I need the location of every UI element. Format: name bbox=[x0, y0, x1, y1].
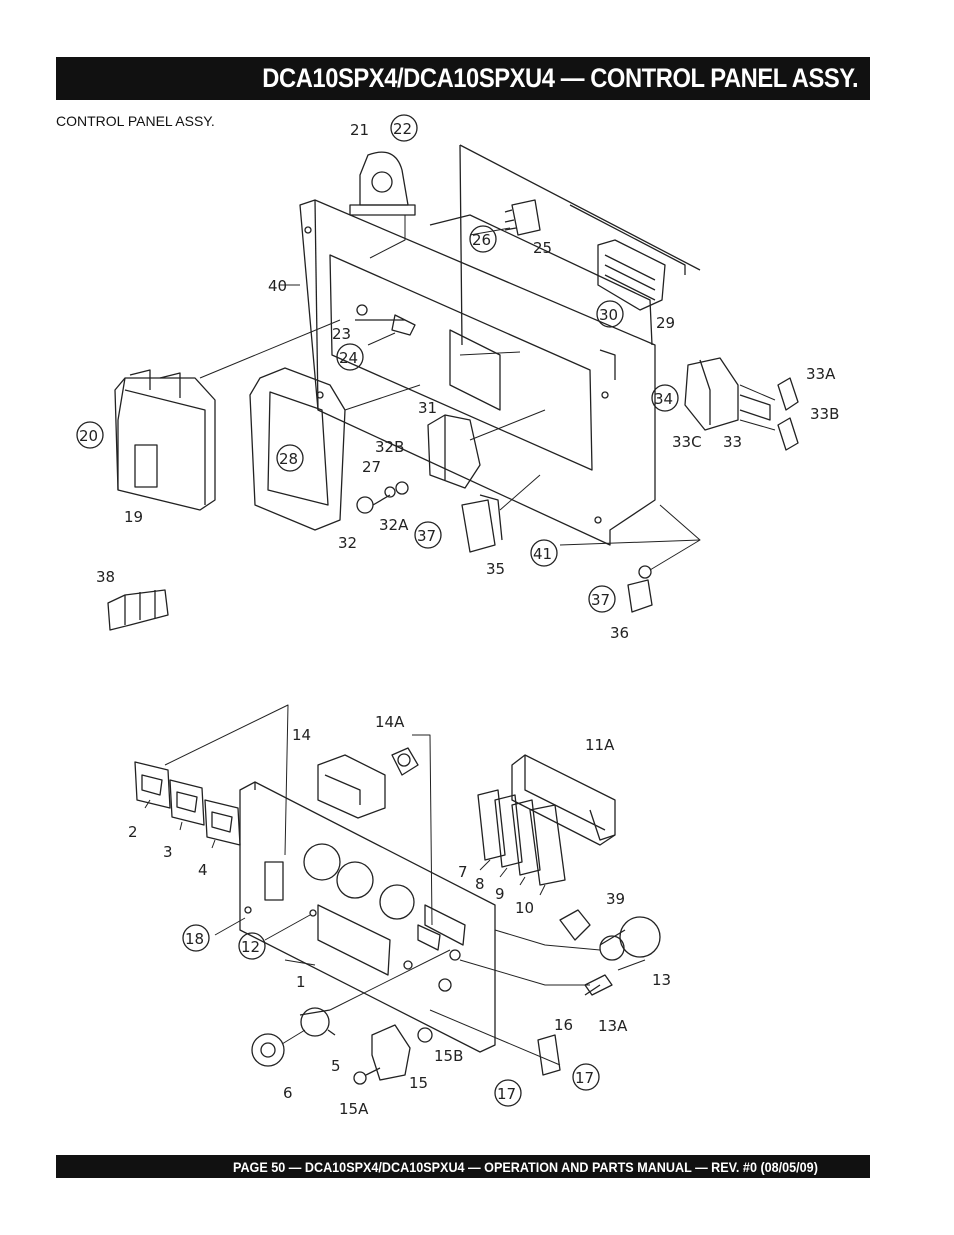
callout-10: 10 bbox=[515, 899, 534, 917]
callout-17-left: 17 bbox=[497, 1085, 516, 1103]
callout-33b: 33B bbox=[810, 405, 839, 423]
callout-32: 32 bbox=[338, 534, 357, 552]
control-box-40 bbox=[299, 144, 701, 546]
callout-27: 27 bbox=[362, 458, 381, 476]
callout-29: 29 bbox=[656, 314, 675, 332]
callout-28: 28 bbox=[279, 450, 298, 468]
callout-41: 41 bbox=[533, 545, 552, 563]
callout-8: 8 bbox=[475, 875, 485, 893]
lower-leader-lines bbox=[144, 704, 646, 1066]
callout-35: 35 bbox=[486, 560, 505, 578]
callout-labels: 21 22 26 25 30 29 40 23 24 20 19 28 27 3… bbox=[79, 120, 839, 1118]
breaker-8 bbox=[494, 794, 523, 868]
breaker-7 bbox=[477, 789, 506, 861]
callout-33: 33 bbox=[723, 433, 742, 451]
callout-12: 12 bbox=[241, 938, 260, 956]
meter-2 bbox=[134, 761, 171, 809]
callout-39: 39 bbox=[606, 890, 625, 908]
callout-7: 7 bbox=[458, 863, 468, 881]
bracket-23 bbox=[355, 304, 416, 336]
callout-32b: 32B bbox=[375, 438, 404, 456]
switch-35 bbox=[461, 494, 503, 553]
callout-37-lower: 37 bbox=[591, 591, 610, 609]
callout-13: 13 bbox=[652, 971, 671, 989]
callout-33c: 33C bbox=[672, 433, 702, 451]
switch-39 bbox=[559, 909, 591, 941]
fuse-holder-33 bbox=[684, 357, 771, 431]
callout-14: 14 bbox=[292, 726, 311, 744]
callout-26: 26 bbox=[472, 231, 491, 249]
ignition-switch-13 bbox=[599, 916, 661, 961]
fuse-33a bbox=[777, 377, 799, 411]
callout-25: 25 bbox=[533, 239, 552, 257]
knob-6 bbox=[251, 1033, 285, 1067]
callout-9: 9 bbox=[495, 885, 505, 903]
callout-37-upper: 37 bbox=[417, 527, 436, 545]
callout-22: 22 bbox=[393, 120, 412, 138]
callout-14a: 14A bbox=[375, 713, 405, 731]
callout-2: 2 bbox=[128, 823, 138, 841]
connector-25 bbox=[504, 199, 541, 236]
circuit-breaker-19 bbox=[114, 369, 216, 511]
callout-1: 1 bbox=[296, 973, 306, 991]
upper-leader-lines bbox=[199, 215, 776, 571]
current-transformer-21 bbox=[349, 151, 416, 216]
callout-36: 36 bbox=[610, 624, 629, 642]
section-label: CONTROL PANEL ASSY. bbox=[56, 113, 215, 129]
callout-circles bbox=[76, 114, 679, 1107]
callout-16: 16 bbox=[554, 1016, 573, 1034]
breaker-cover-11a bbox=[511, 754, 616, 846]
callout-6: 6 bbox=[283, 1084, 293, 1102]
callout-3: 3 bbox=[163, 843, 173, 861]
receptacle-15 bbox=[371, 1024, 433, 1081]
callout-31: 31 bbox=[418, 399, 437, 417]
switch-14 bbox=[317, 754, 386, 819]
key-13a bbox=[584, 974, 613, 996]
page-footer: PAGE 50 — DCA10SPX4/DCA10SPXU4 — OPERATI… bbox=[233, 1158, 818, 1175]
callout-38: 38 bbox=[96, 568, 115, 586]
callout-24: 24 bbox=[339, 349, 358, 367]
callout-15: 15 bbox=[409, 1074, 428, 1092]
lamp-36 bbox=[627, 565, 653, 613]
callout-19: 19 bbox=[124, 508, 143, 526]
callout-15a: 15A bbox=[339, 1100, 369, 1118]
potentiometer-5 bbox=[299, 1007, 336, 1037]
callout-20: 20 bbox=[79, 427, 98, 445]
breaker-9 bbox=[511, 799, 541, 876]
callout-40: 40 bbox=[268, 277, 287, 295]
page-title-bar: DCA10SPX4/DCA10SPXU4 — CONTROL PANEL ASS… bbox=[56, 57, 870, 100]
screw-15a bbox=[353, 1067, 381, 1085]
callout-13a: 13A bbox=[598, 1017, 628, 1035]
callout-21: 21 bbox=[350, 121, 369, 139]
callout-34: 34 bbox=[654, 390, 673, 408]
callout-23: 23 bbox=[332, 325, 351, 343]
connector-38 bbox=[107, 589, 169, 631]
callout-15b: 15B bbox=[434, 1047, 463, 1065]
page-title: DCA10SPX4/DCA10SPXU4 — CONTROL PANEL ASS… bbox=[262, 63, 858, 93]
callout-4: 4 bbox=[198, 861, 208, 879]
breaker-10 bbox=[529, 804, 566, 886]
callout-5: 5 bbox=[331, 1057, 341, 1075]
callout-11a: 11A bbox=[585, 736, 615, 754]
callout-17-right: 17 bbox=[575, 1069, 594, 1087]
callout-30: 30 bbox=[599, 306, 618, 324]
callout-33a: 33A bbox=[806, 365, 836, 383]
page-footer-bar: PAGE 50 — DCA10SPX4/DCA10SPXU4 — OPERATI… bbox=[56, 1155, 870, 1178]
callout-32a: 32A bbox=[379, 516, 409, 534]
gasket-27 bbox=[249, 367, 346, 531]
fuse-33b bbox=[777, 417, 799, 451]
screw-32 bbox=[356, 481, 409, 514]
bracket-16 bbox=[537, 1034, 561, 1076]
callout-18: 18 bbox=[185, 930, 204, 948]
front-panel-1 bbox=[239, 781, 496, 1053]
module-31 bbox=[427, 414, 481, 489]
meter-3 bbox=[169, 779, 205, 826]
terminal-block-29 bbox=[597, 239, 666, 311]
meter-4 bbox=[204, 799, 241, 846]
knob-14a bbox=[391, 747, 419, 776]
